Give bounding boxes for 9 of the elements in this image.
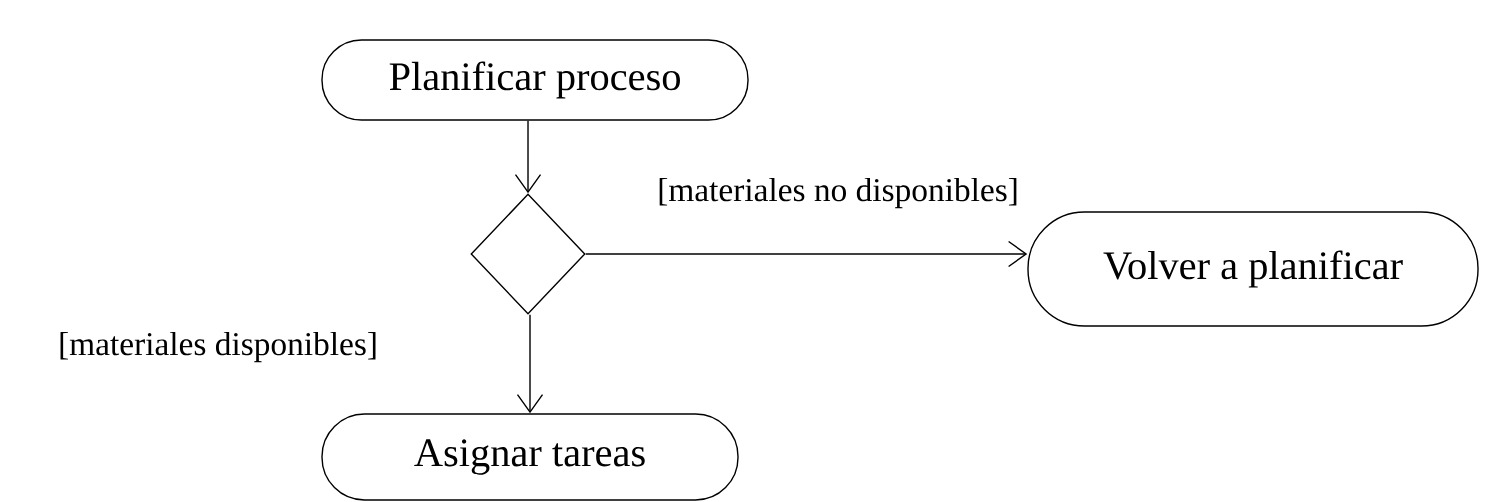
- arrow: [585, 240, 1028, 268]
- edge-label: [materiales disponibles]: [56, 330, 380, 364]
- activity-box: Asignar tareas: [321, 413, 739, 501]
- activity-box: Planificar proceso: [321, 39, 749, 121]
- decision-diamond: [470, 193, 586, 315]
- activity-box: Volver a planificar: [1027, 211, 1479, 327]
- edge-label: [materiales no disponibles]: [655, 176, 1021, 210]
- arrow: [516, 314, 544, 414]
- arrow: [514, 120, 542, 194]
